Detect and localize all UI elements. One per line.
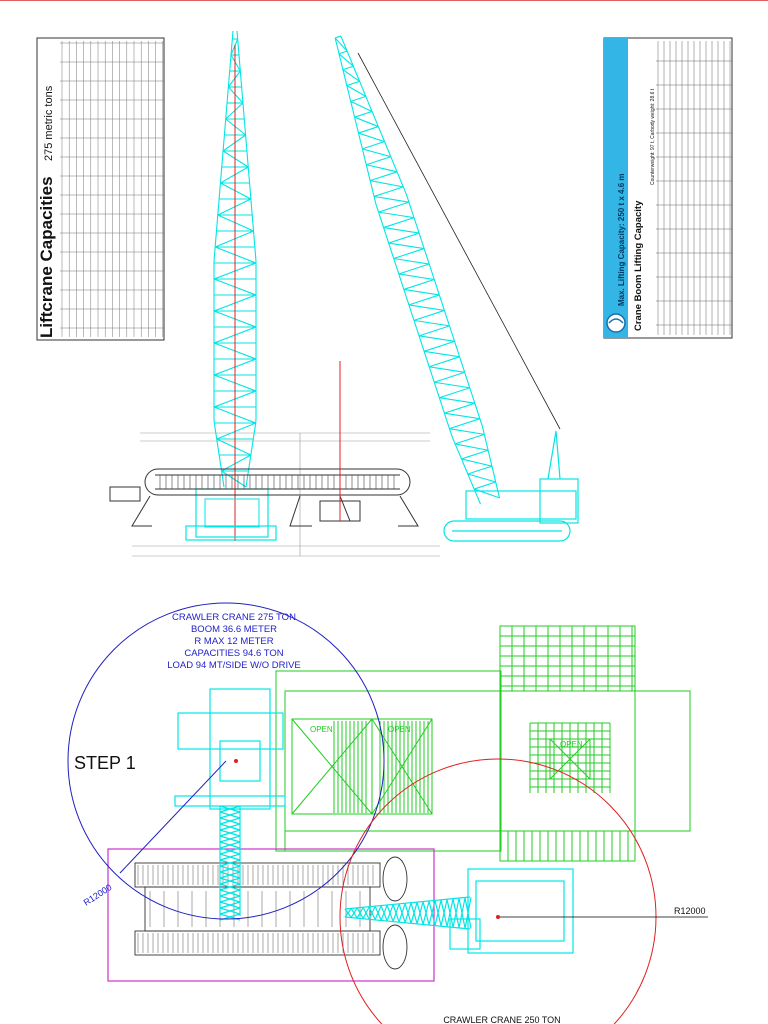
crane-boom-subtitle: Max. Lifting Capacity: 250 t x 4.6 m bbox=[617, 174, 626, 306]
crane-275-plan bbox=[174, 688, 286, 921]
barge-structure-plan bbox=[275, 625, 691, 862]
note-line-1: CRAWLER CRANE 275 TON bbox=[172, 612, 296, 623]
crane-boom-title: Crane Boom Lifting Capacity bbox=[633, 200, 644, 331]
liftcrane-subtitle: 275 metric tons bbox=[43, 85, 55, 161]
table-header-band bbox=[604, 38, 628, 338]
crane-250-label: CRAWLER CRANE 250 TON bbox=[443, 1015, 560, 1024]
note-line-3: R MAX 12 METER bbox=[194, 636, 273, 647]
note-line-4: CAPACITIES 94.6 TON bbox=[184, 648, 283, 659]
radius-label-left: R12000 bbox=[82, 882, 114, 908]
open-label-3: OPEN bbox=[560, 740, 583, 749]
note-line-5: LOAD 94 MT/SIDE W/O DRIVE bbox=[167, 660, 301, 671]
crawler-plan-outline bbox=[107, 848, 435, 982]
open-label-2: OPEN bbox=[388, 725, 411, 734]
dimension-lines bbox=[132, 432, 440, 557]
step-label: STEP 1 bbox=[74, 753, 136, 773]
crane-250-elevation bbox=[334, 35, 579, 542]
crane-250-plan bbox=[344, 868, 574, 954]
crawler-track-elevation bbox=[109, 468, 419, 527]
crane-275-notes: CRAWLER CRANE 275 TON BOOM 36.6 METER R … bbox=[167, 612, 301, 671]
liftcrane-title: Liftcrane Capacities bbox=[37, 176, 56, 338]
company-logo-icon bbox=[606, 313, 626, 333]
note-line-2: BOOM 36.6 METER bbox=[191, 624, 277, 635]
counterweight-note: Counterweight: 97 t, Carbody weight: 28.… bbox=[650, 88, 656, 185]
radius-label-right: R12000 bbox=[674, 906, 706, 916]
liftcrane-capacity-table: Liftcrane Capacities 275 metric tons bbox=[36, 37, 165, 341]
radius-circle-275 bbox=[67, 602, 385, 920]
radius-circle-250 bbox=[339, 758, 657, 1024]
open-label-1: OPEN bbox=[310, 725, 333, 734]
crane-boom-capacity-table: Max. Lifting Capacity: 250 t x 4.6 m Cra… bbox=[603, 37, 733, 339]
crane-275-elevation bbox=[185, 30, 277, 541]
